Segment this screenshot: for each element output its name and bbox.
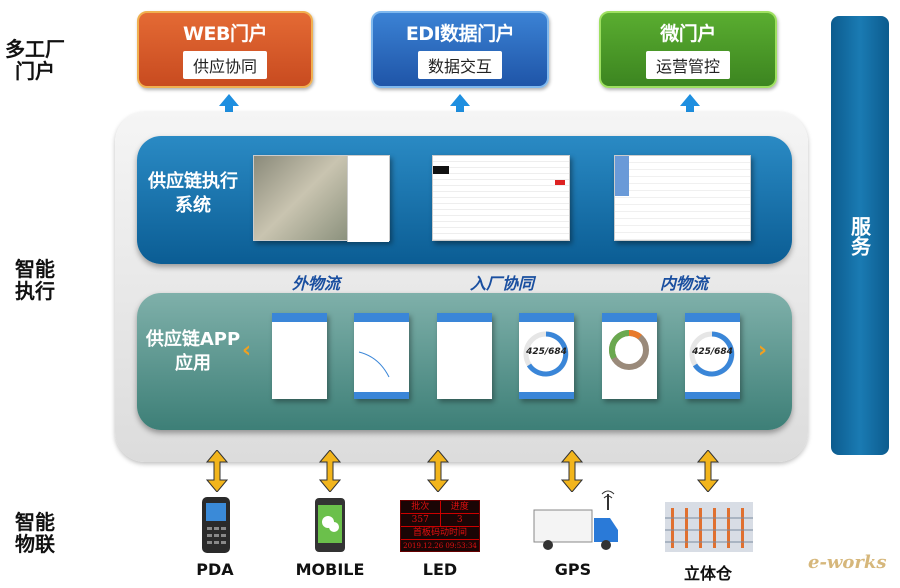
mobile-phone-icon	[315, 498, 345, 552]
portal-web: WEB门户 供应协同	[137, 11, 313, 88]
warehouse-icon	[665, 502, 753, 552]
phone-screen-timeline	[437, 313, 492, 399]
portal-subtitle: 数据交互	[417, 51, 502, 79]
device-label-led: LED	[422, 560, 458, 579]
phone-screen-donut	[602, 313, 657, 399]
phone-screen-map	[354, 313, 409, 399]
led-value: 3	[456, 515, 463, 525]
service-bar: 服务	[831, 16, 889, 455]
portal-edi: EDI数据门户 数据交互	[371, 11, 549, 88]
progress-counter: 425/684	[526, 347, 567, 357]
bidirectional-arrow-icon	[561, 450, 583, 492]
chevron-right-icon[interactable]: ›	[758, 338, 768, 363]
bidirectional-arrow-icon	[319, 450, 341, 492]
device-label-mobile: MOBILE	[295, 560, 365, 579]
flow-inbound-collaboration: 入厂协同	[470, 274, 535, 293]
led-timestamp: 2019.12.26 09:53:34	[403, 542, 477, 550]
label-multi-factory-portal: 多工厂门户	[5, 37, 65, 83]
gps-truck-icon	[533, 490, 618, 550]
flow-internal-logistics: 内物流	[660, 274, 709, 293]
app-label: 供应链APP应用	[145, 329, 241, 374]
device-label-warehouse: 立体仓	[683, 564, 732, 583]
execution-system-label: 供应链执行系统	[148, 171, 238, 216]
watermark-logo: e-works	[808, 552, 887, 573]
portal-micro: 微门户 运营管控	[599, 11, 777, 88]
table-screenshot	[432, 155, 570, 241]
phone-screen-progress-2: 425/684	[685, 313, 740, 399]
portal-subtitle: 供应协同	[182, 51, 267, 79]
bidirectional-arrow-icon	[206, 450, 228, 492]
map-screenshot	[253, 155, 390, 242]
grid-screenshot	[614, 155, 751, 241]
flow-external-logistics: 外物流	[292, 274, 341, 293]
portal-title: EDI数据门户	[405, 23, 515, 45]
led-value: 357	[401, 514, 441, 526]
pda-icon	[202, 497, 230, 553]
portal-title: WEB门户	[183, 23, 267, 45]
label-smart-execution: 智能执行	[15, 257, 55, 303]
bidirectional-arrow-icon	[427, 450, 449, 492]
label-smart-iot: 智能物联	[15, 510, 55, 556]
led-caption: 首板码动时间	[401, 527, 479, 540]
led-display: 批次进度 357 3 首板码动时间 2019.12.26 09:53:34	[400, 500, 480, 552]
phone-screen-menu	[272, 313, 327, 399]
led-header: 进度	[450, 502, 469, 512]
progress-counter: 425/684	[692, 347, 733, 357]
portal-title: 微门户	[660, 23, 716, 45]
chevron-left-icon[interactable]: ‹	[242, 338, 252, 363]
phone-screen-progress: 425/684	[519, 313, 574, 399]
led-header: 批次	[401, 501, 441, 513]
portal-subtitle: 运营管控	[645, 51, 730, 79]
device-label-pda: PDA	[196, 560, 234, 579]
device-label-gps: GPS	[554, 560, 592, 579]
bidirectional-arrow-icon	[697, 450, 719, 492]
